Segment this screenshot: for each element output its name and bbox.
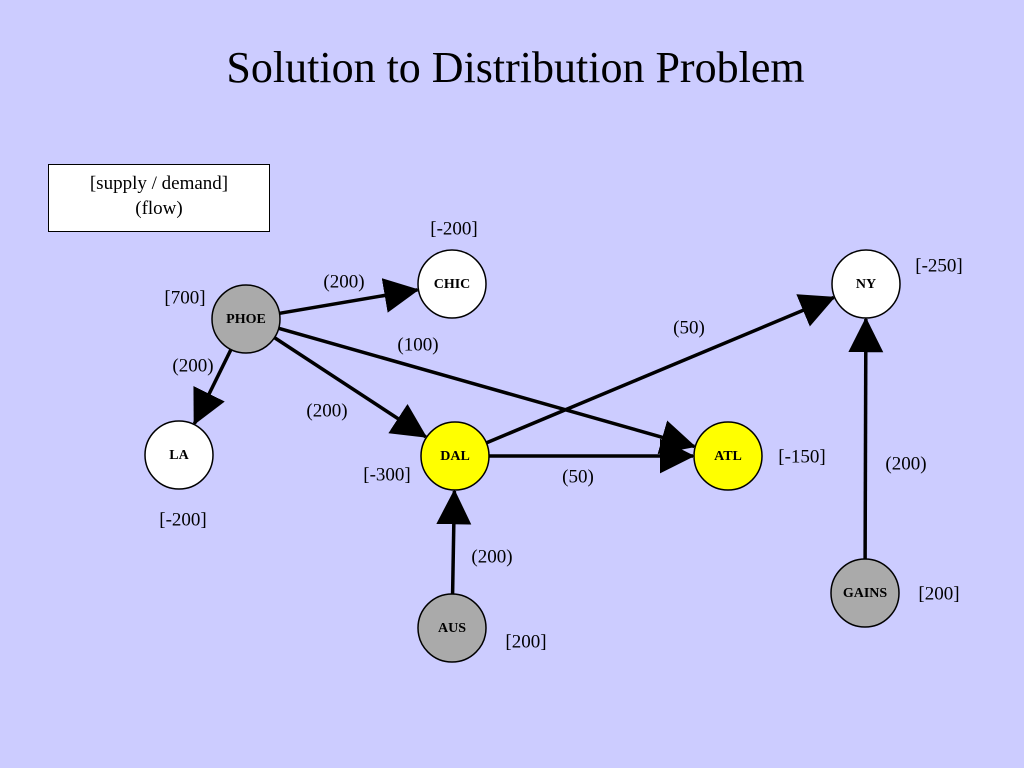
node-chic: CHIC <box>417 249 487 319</box>
node-ny: NY <box>831 249 901 319</box>
node-label-atl: ATL <box>714 449 742 464</box>
node-la: LA <box>144 420 214 490</box>
node-aus: AUS <box>417 593 487 663</box>
node-atl: ATL <box>693 421 763 491</box>
node-label-chic: CHIC <box>434 277 471 292</box>
balance-label-dal: [-300] <box>363 464 410 485</box>
flow-label-phoe-dal: (200) <box>306 400 347 421</box>
balance-label-la: [-200] <box>159 509 206 530</box>
flow-label-dal-ny: (50) <box>673 317 705 338</box>
node-circle-atl <box>693 421 763 491</box>
flow-label-phoe-chic: (200) <box>323 271 364 292</box>
node-label-ny: NY <box>856 277 876 292</box>
edge-gains-ny <box>848 317 884 560</box>
balance-label-atl: [-150] <box>778 446 825 467</box>
node-label-phoe: PHOE <box>226 312 266 327</box>
edge-phoe-la <box>192 348 233 426</box>
flow-label-dal-atl: (50) <box>562 466 594 487</box>
node-gains: GAINS <box>830 558 900 628</box>
legend-supply-demand: [supply / demand] <box>89 173 229 194</box>
flow-label-phoe-atl: (100) <box>397 334 438 355</box>
node-label-la: LA <box>169 448 189 463</box>
node-label-gains: GAINS <box>843 586 888 601</box>
legend-flow: (flow) <box>135 198 183 219</box>
node-circle-phoe <box>211 284 281 354</box>
edge-phoe-atl <box>278 326 697 455</box>
node-dal: DAL <box>420 421 490 491</box>
balance-label-chic: [-200] <box>430 218 477 239</box>
edge-phoe-dal <box>273 336 428 439</box>
legend-box: [supply / demand] (flow) <box>48 164 270 232</box>
node-circle-la <box>144 420 214 490</box>
edge-aus-dal <box>436 489 472 595</box>
balance-label-gains: [200] <box>918 583 959 604</box>
node-circle-chic <box>417 249 487 319</box>
edge-dal-ny <box>485 294 836 445</box>
node-label-dal: DAL <box>440 449 470 464</box>
flow-label-gains-ny: (200) <box>885 453 926 474</box>
balance-label-phoe: [700] <box>164 287 205 308</box>
node-circle-gains <box>830 558 900 628</box>
node-label-aus: AUS <box>438 621 466 636</box>
node-circle-dal <box>420 421 490 491</box>
node-circle-aus <box>417 593 487 663</box>
flow-label-aus-dal: (200) <box>471 546 512 567</box>
node-phoe: PHOE <box>211 284 281 354</box>
edge-phoe-chic <box>279 278 420 316</box>
balance-label-ny: [-250] <box>915 255 962 276</box>
page-title: Solution to Distribution Problem <box>226 43 805 92</box>
balance-label-aus: [200] <box>505 631 546 652</box>
flow-label-phoe-la: (200) <box>172 355 213 376</box>
node-circle-ny <box>831 249 901 319</box>
